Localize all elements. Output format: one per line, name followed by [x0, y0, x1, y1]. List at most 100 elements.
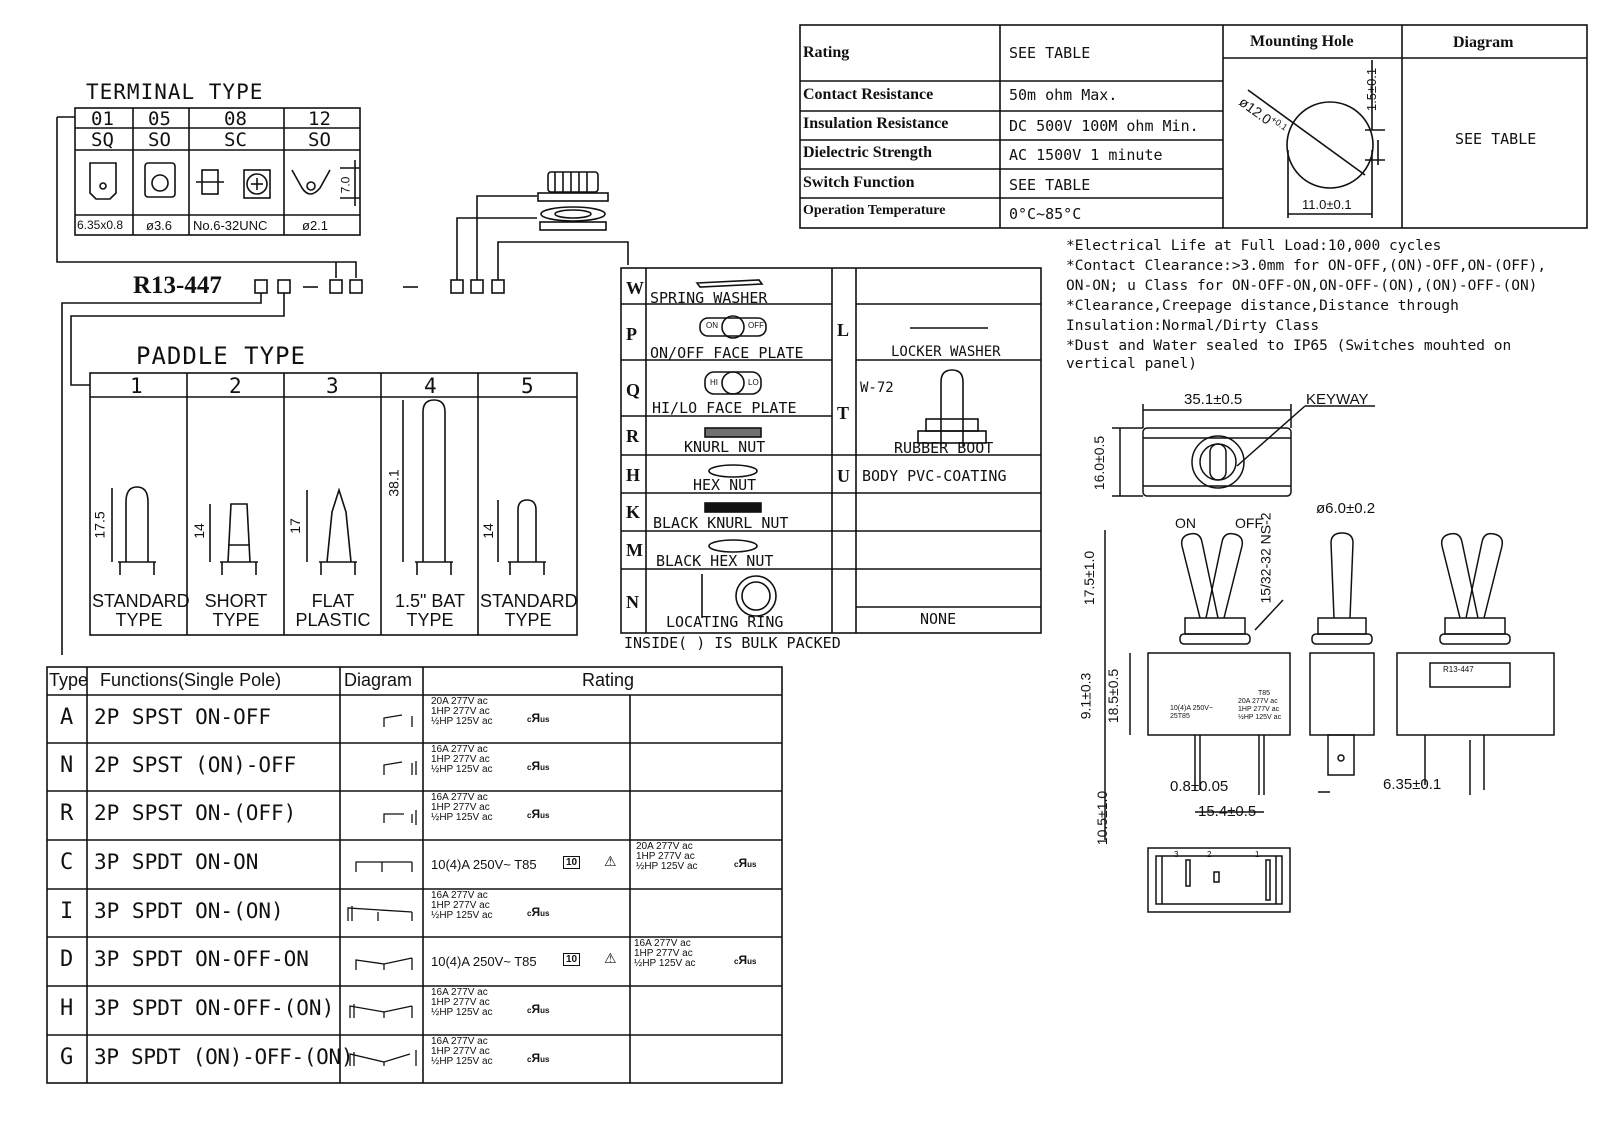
- ul-mark: cЯus: [527, 711, 550, 725]
- spec-value-contact-resistance: 50m ohm Max.: [1009, 86, 1118, 104]
- acc-code-k: K: [626, 502, 641, 522]
- spec-value-dielectric-strength: AC 1500V 1 minute: [1009, 146, 1163, 164]
- ul-mark: cЯus: [527, 1051, 550, 1065]
- ft-row-function: 2P SPST ON-OFF: [94, 705, 272, 729]
- face-plate-hi: HI: [710, 378, 718, 387]
- acc-label-none: NONE: [920, 610, 957, 628]
- ft-row-function: 3P SPDT ON-(ON): [94, 899, 284, 923]
- paddle-num-3: 3: [326, 374, 339, 398]
- ft-row-enec: 10(4)A 250V~ T85: [431, 954, 537, 969]
- acc-label-w72: W-72: [860, 380, 894, 396]
- ul-mark: cЯus: [527, 759, 550, 773]
- acc-label-locker-washer: LOCKER WASHER: [891, 344, 1001, 360]
- ft-row-type: C: [60, 850, 74, 875]
- triangle-mark-icon: ⚠: [604, 853, 617, 869]
- ft-row-function: 3P SPDT (ON)-OFF-(ON): [94, 1045, 354, 1069]
- ft-row-function: 3P SPDT ON-OFF-ON: [94, 947, 309, 971]
- note-2: *Contact Clearance:>3.0mm for ON-OFF,(ON…: [1066, 258, 1547, 274]
- mounting-hole-header: Mounting Hole: [1250, 33, 1354, 50]
- terminal-size-01: 6.35x0.8: [77, 218, 124, 232]
- ft-row-function: 2P SPST (ON)-OFF: [94, 753, 297, 777]
- spec-label-rating: Rating: [803, 44, 850, 61]
- note-5: Insulation:Normal/Dirty Class: [1066, 318, 1320, 334]
- acc-code-w: W: [626, 278, 644, 298]
- acc-code-q: Q: [626, 380, 641, 400]
- paddle-num-5: 5: [521, 374, 534, 398]
- acc-footnote: INSIDE( ) IS BULK PACKED: [624, 634, 841, 652]
- terminal-code-08: 08: [224, 108, 247, 130]
- dim-term-thk: 0.8±0.05: [1170, 778, 1229, 795]
- terminal-size-12: ø2.1: [302, 218, 329, 233]
- note-7: vertical panel): [1066, 356, 1197, 372]
- ft-row-type: R: [60, 801, 74, 826]
- ul-mark: cЯus: [734, 953, 757, 967]
- dim-term-w: 6.35±0.1: [1383, 776, 1442, 793]
- note-3: ON-ON; u Class for ON-OFF-ON,ON-OFF-(ON)…: [1066, 278, 1538, 294]
- spec-value-insulation-resistance: DC 500V 100M ohm Min.: [1009, 117, 1199, 135]
- spec-value-operation-temp: 0°C~85°C: [1009, 205, 1082, 223]
- ft-header-functions: Functions(Single Pole): [100, 670, 282, 690]
- spec-label-switch-function: Switch Function: [803, 174, 915, 191]
- terminal-label-01: SQ: [91, 129, 114, 151]
- acc-code-p: P: [626, 324, 637, 344]
- ft-header-diagram: Diagram: [344, 670, 413, 690]
- ft-row-type: I: [60, 899, 74, 924]
- terminal-label-12: SO: [308, 129, 331, 151]
- paddle-type-title: PADDLE TYPE: [136, 342, 306, 370]
- ft-row-type: N: [60, 753, 74, 778]
- spec-label-insulation-resistance: Insulation Resistance: [803, 115, 949, 132]
- bottom-pin-3: 3: [1174, 850, 1179, 859]
- face-plate-on: ON: [706, 321, 718, 330]
- ft-row-type: D: [60, 947, 74, 972]
- ft-row-enec: 10(4)A 250V~ T85: [431, 857, 537, 872]
- dim-top-width: 35.1±0.5: [1184, 391, 1243, 408]
- terminal-label-05: SO: [148, 129, 171, 151]
- ft-row-function: 2P SPST ON-(OFF): [94, 801, 297, 825]
- acc-label-rubber-boot: RUBBER BOOT: [894, 439, 994, 457]
- ul-mark: cЯus: [527, 807, 550, 821]
- diagram-header: Diagram: [1453, 34, 1514, 51]
- face-plate-lo: LO: [748, 378, 759, 387]
- acc-label-hex-nut: HEX NUT: [693, 476, 757, 494]
- ul-mark: cЯus: [527, 1002, 550, 1016]
- acc-code-l: L: [837, 320, 850, 340]
- ft-row-function: 3P SPDT ON-ON: [94, 850, 259, 874]
- enec-mark: 10: [563, 856, 581, 869]
- acc-code-u: U: [837, 466, 850, 486]
- acc-code-n: N: [626, 592, 639, 612]
- spec-value-rating: SEE TABLE: [1009, 44, 1091, 62]
- terminal-code-05: 05: [148, 108, 171, 130]
- spec-label-contact-resistance: Contact Resistance: [803, 86, 934, 103]
- note-6: *Dust and Water sealed to IP65 (Switches…: [1066, 338, 1512, 354]
- acc-code-t: T: [837, 403, 850, 423]
- spec-label-dielectric-strength: Dielectric Strength: [803, 144, 932, 161]
- triangle-mark-icon: ⚠: [604, 950, 617, 966]
- ul-mark: cЯus: [527, 905, 550, 919]
- ft-row-type: A: [60, 705, 74, 730]
- acc-label-hilo-plate: HI/LO FACE PLATE: [652, 399, 797, 417]
- enec-mark: 10: [563, 953, 581, 966]
- acc-label-locating-ring: LOCATING RING: [666, 613, 784, 631]
- terminal-size-05: ø3.6: [146, 218, 173, 233]
- terminal-type-title: TERMINAL TYPE: [86, 80, 264, 104]
- terminal-label-08: SC: [224, 129, 247, 151]
- terminal-code-01: 01: [91, 108, 114, 130]
- off-label: OFF: [1235, 515, 1263, 531]
- body-label: R13-447: [1443, 665, 1474, 674]
- acc-label-onoff-plate: ON/OFF FACE PLATE: [650, 344, 804, 362]
- acc-label-black-hex-nut: BLACK HEX NUT: [656, 552, 774, 570]
